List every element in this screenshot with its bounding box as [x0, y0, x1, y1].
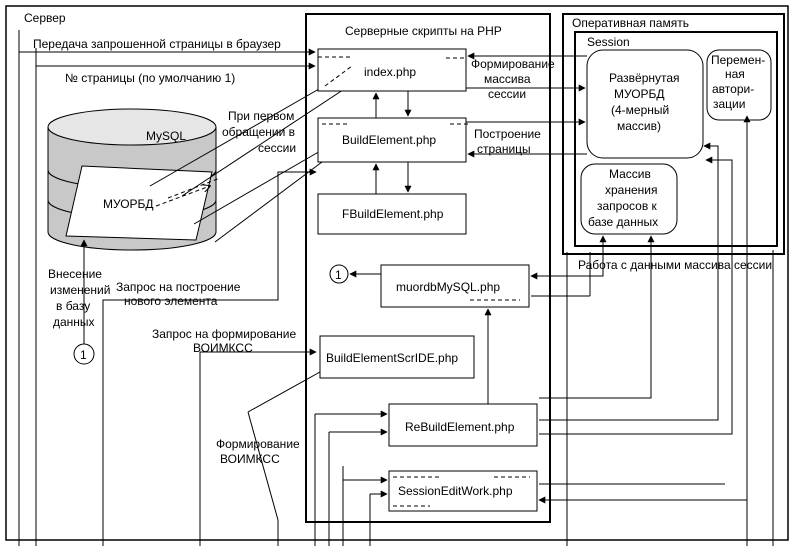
label-voimkss-request-2: ВОИМКСС [193, 341, 253, 355]
muordb-mysql-box[interactable] [380, 264, 530, 308]
build-element-scride-label: BuildElementScrIDE.php [326, 351, 458, 365]
label-voimkss-form-1: Формирование [216, 437, 300, 451]
session-edit-work-label: SessionEditWork.php [398, 484, 513, 498]
connector-circle-top [329, 264, 349, 284]
rebuild-element-box[interactable] [388, 403, 538, 447]
session-array-box [586, 49, 704, 159]
server-frame [5, 5, 789, 541]
label-new-element-1: Запрос на построение [116, 280, 241, 294]
session-array-line-2: МУОРБД [614, 87, 665, 101]
build-element-scride-box[interactable] [319, 335, 475, 379]
label-build-page-2: страницы [477, 142, 531, 156]
session-array-line-1: Развёрнутая [609, 71, 680, 85]
connector-label-top: 1 [335, 268, 342, 282]
queries-line-1: Массив [609, 167, 651, 181]
build-element-box[interactable] [317, 117, 467, 163]
session-array-line-4: массив) [617, 119, 661, 133]
label-build-page-1: Построение [474, 127, 541, 141]
label-form-session-2: массива [484, 72, 531, 86]
label-first-access-3: сессии [258, 141, 296, 155]
auth-line-3: автори- [712, 82, 754, 96]
label-work-session: Работа с данными массива сессии [578, 258, 772, 272]
server-label: Сервер [24, 11, 66, 25]
index-php-box[interactable] [317, 48, 467, 92]
muorbd-label: МУОРБД [103, 197, 154, 211]
label-db-changes-4: данных [53, 315, 95, 329]
auth-line-1: Перемен- [711, 53, 765, 67]
session-array-line-3: (4-мерный [611, 103, 669, 117]
queries-line-2: хранения [605, 183, 657, 197]
fbuild-element-label: FBuildElement.php [342, 207, 444, 221]
queries-line-3: запросов к [597, 199, 658, 213]
label-db-changes-3: в базу [56, 299, 90, 313]
label-voimkss-request-1: Запрос на формирование [152, 327, 297, 341]
label-first-access-2: обращении в [222, 125, 295, 139]
ram-frame [562, 13, 785, 255]
auth-variable-box [706, 49, 772, 121]
index-php-label: index.php [364, 65, 416, 79]
connector-label-bottom: 1 [80, 348, 87, 362]
auth-line-2: ная [725, 67, 745, 81]
auth-line-4: зации [713, 97, 745, 111]
mysql-label: MySQL [146, 129, 186, 143]
label-new-element-2: нового элемента [124, 294, 218, 308]
label-form-session-1: Формирование [471, 57, 555, 71]
label-first-access-1: При первом [228, 109, 294, 123]
label-db-changes-2: изменений [50, 283, 110, 297]
label-page-number: № страницы (по умолчанию 1) [65, 71, 235, 85]
queries-array-box [580, 163, 678, 235]
muorbd-parallelogram [65, 165, 213, 241]
fbuild-element-box[interactable] [317, 193, 467, 235]
rebuild-element-label: ReBuildElement.php [405, 420, 515, 434]
bottom-lines [18, 30, 774, 546]
session-label: Session [587, 35, 630, 49]
label-voimkss-form-2: ВОИМКСС [220, 452, 280, 466]
ram-label: Оперативная память [572, 16, 689, 30]
muordb-mysql-label: muordbMySQL.php [396, 280, 500, 294]
label-db-changes-1: Внесение [48, 267, 102, 281]
queries-line-4: базе данных [588, 215, 658, 229]
session-edit-work-box[interactable] [388, 470, 538, 512]
build-element-label: BuildElement.php [342, 133, 436, 147]
session-frame [574, 31, 778, 247]
label-form-session-3: сессии [488, 87, 526, 101]
label-page-to-browser: Передача запрошенной страницы в браузер [33, 37, 281, 51]
scripts-label: Серверные скрипты на PHP [345, 24, 502, 38]
